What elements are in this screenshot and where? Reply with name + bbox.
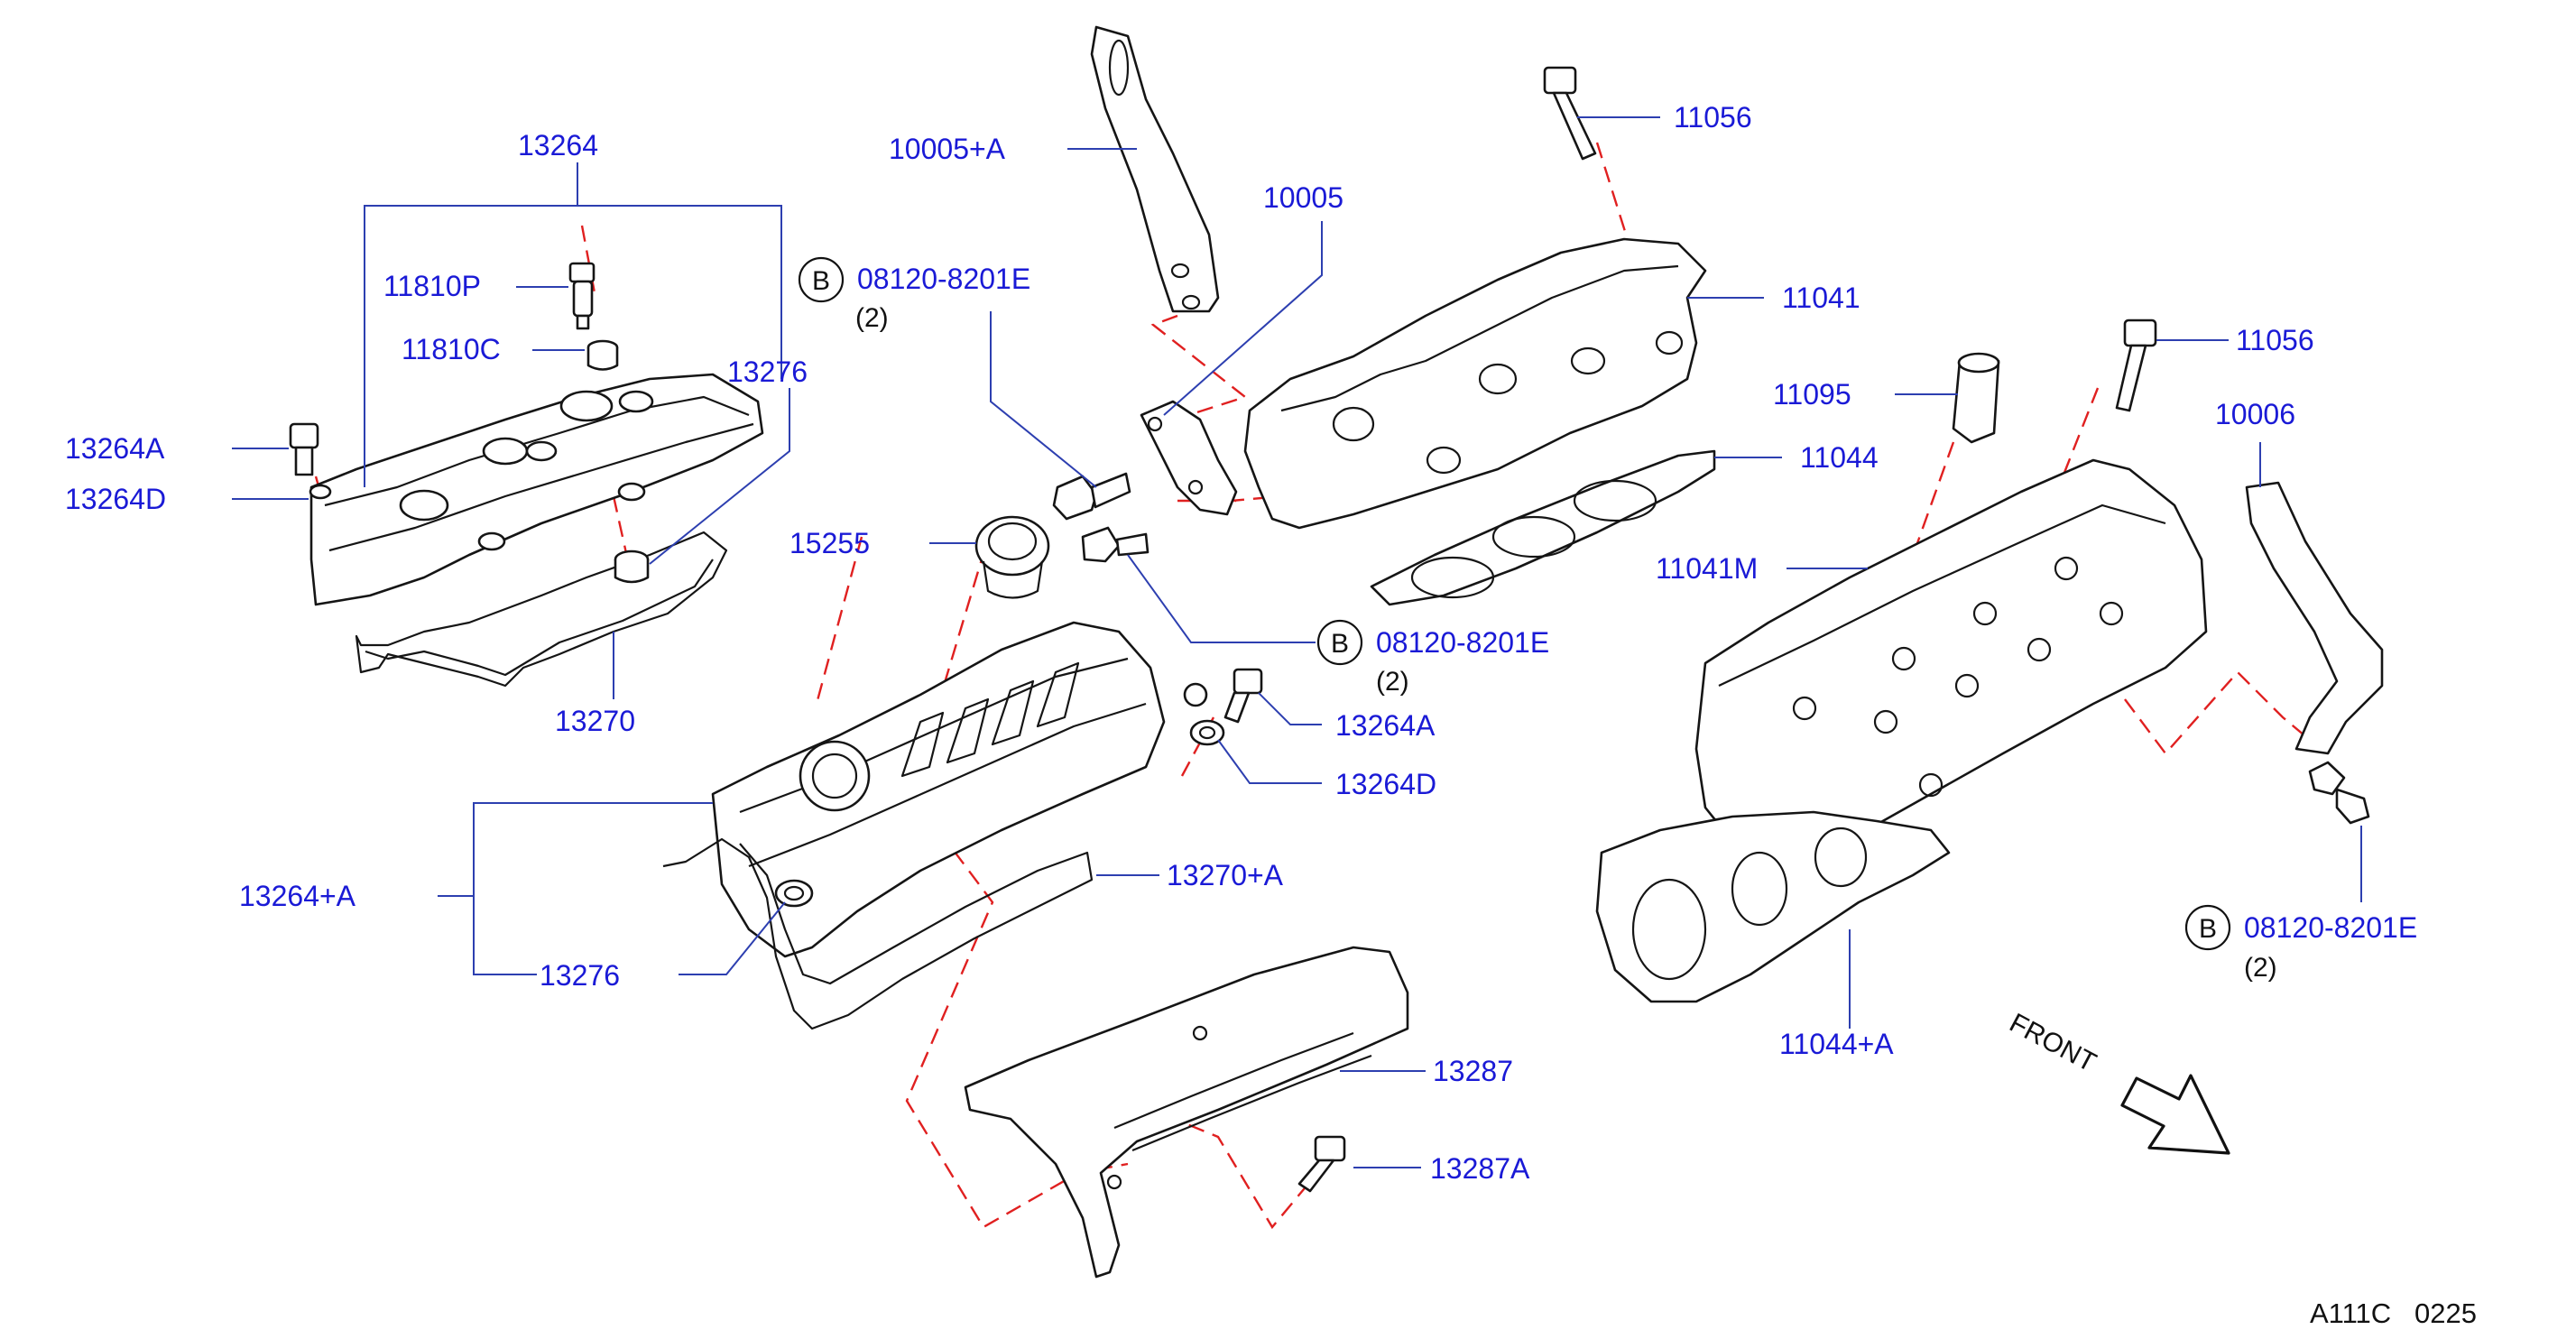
washer-13264D-left-drawing bbox=[309, 484, 332, 500]
label-11044plusA[interactable]: 11044+A bbox=[1779, 1028, 1894, 1060]
label-13264plusA[interactable]: 13264+A bbox=[239, 880, 356, 912]
cylinder-head-11041-drawing bbox=[1243, 237, 1707, 530]
grommet-13276-bottom-drawing bbox=[774, 879, 814, 908]
bolt-08120-right-drawing bbox=[2308, 761, 2370, 825]
bolt-13264A-left-drawing bbox=[289, 422, 319, 476]
front-direction-indicator: FRONT bbox=[2005, 1008, 2230, 1155]
label-11041[interactable]: 11041 bbox=[1782, 282, 1860, 314]
label-13270plusA[interactable]: 13270+A bbox=[1167, 859, 1284, 891]
qty-mid: (2) bbox=[1376, 667, 1409, 697]
bolt-symbol-top: B bbox=[798, 256, 845, 303]
oil-filler-cap-15255-drawing bbox=[974, 515, 1050, 599]
part-labels: 13264 11810P 11810C 13276 13264A 13264D … bbox=[65, 101, 2417, 1185]
label-08120-right[interactable]: 08120-8201E bbox=[2244, 911, 2417, 944]
pcv-valve-11810P-drawing bbox=[568, 262, 596, 330]
label-08120-mid[interactable]: 08120-8201E bbox=[1376, 626, 1549, 659]
bolt-08120-top-drawing bbox=[1052, 472, 1131, 521]
grommet-11810C-drawing bbox=[586, 339, 619, 371]
label-11056-right[interactable]: 11056 bbox=[2236, 324, 2314, 356]
label-11810C[interactable]: 11810C bbox=[402, 333, 501, 365]
valve-cover-gasket-13270A-drawing bbox=[662, 837, 1094, 1030]
label-10005A[interactable]: 10005+A bbox=[889, 133, 1006, 165]
valve-cover-13264A-drawing bbox=[711, 621, 1208, 958]
bolt-symbol-right: B bbox=[2184, 904, 2231, 951]
label-11041M[interactable]: 11041M bbox=[1656, 552, 1758, 585]
cylinder-head-11041M-drawing bbox=[1694, 458, 2208, 868]
bolt-13264A-mid-drawing bbox=[1223, 668, 1263, 724]
label-13270[interactable]: 13270 bbox=[555, 705, 635, 737]
bolt-08120-mid-drawing bbox=[1081, 526, 1150, 563]
label-10005[interactable]: 10005 bbox=[1263, 181, 1343, 214]
label-08120-top[interactable]: 08120-8201E bbox=[857, 263, 1030, 295]
label-13276-bottom[interactable]: 13276 bbox=[540, 959, 620, 992]
label-13264[interactable]: 13264 bbox=[518, 129, 598, 162]
label-13287[interactable]: 13287 bbox=[1433, 1055, 1513, 1087]
bracket-10005-drawing bbox=[1140, 400, 1238, 516]
front-label: FRONT bbox=[2005, 1008, 2101, 1078]
label-13287A[interactable]: 13287A bbox=[1430, 1152, 1530, 1185]
label-11044[interactable]: 11044 bbox=[1800, 441, 1879, 474]
label-13264D-mid[interactable]: 13264D bbox=[1335, 768, 1436, 800]
valve-cover-gasket-13270-drawing bbox=[355, 531, 728, 688]
bolt-symbol-top-letter: B bbox=[812, 266, 830, 296]
label-13264A-left[interactable]: 13264A bbox=[65, 432, 165, 465]
label-13264D-left[interactable]: 13264D bbox=[65, 483, 166, 515]
bolt-symbol-mid-letter: B bbox=[1331, 629, 1349, 659]
head-gasket-11044-drawing bbox=[1370, 449, 1716, 606]
leader-lines bbox=[232, 116, 2362, 1168]
bracket-10006-drawing bbox=[2245, 481, 2384, 755]
label-15255[interactable]: 15255 bbox=[789, 527, 870, 559]
engine-cover-13287-drawing bbox=[964, 946, 1409, 1279]
front-arrow-icon bbox=[2120, 1074, 2230, 1155]
label-10006[interactable]: 10006 bbox=[2215, 398, 2295, 430]
qty-top: (2) bbox=[855, 303, 889, 333]
valve-cover-13264-drawing bbox=[309, 373, 764, 606]
qty-right: (2) bbox=[2244, 953, 2277, 983]
head-gasket-11044A-drawing bbox=[1595, 810, 1951, 1003]
label-11056-top[interactable]: 11056 bbox=[1674, 101, 1752, 134]
grommet-13276-top-drawing bbox=[614, 549, 650, 584]
bolt-symbol-mid: B bbox=[1316, 619, 1363, 666]
label-13264A-mid[interactable]: 13264A bbox=[1335, 709, 1436, 742]
label-11095[interactable]: 11095 bbox=[1773, 378, 1851, 411]
bolt-13287A-drawing bbox=[1297, 1135, 1346, 1193]
dowel-11095-drawing bbox=[1952, 352, 2000, 444]
bracket-10005A-drawing bbox=[1090, 25, 1220, 313]
bolt-symbol-right-letter: B bbox=[2199, 914, 2217, 944]
washer-13264D-mid-drawing bbox=[1189, 719, 1225, 746]
diagram-code: A111C 0225 bbox=[2310, 1297, 2477, 1329]
bolt-11056-top-drawing bbox=[1543, 66, 1597, 161]
bolt-11056-right-drawing bbox=[2115, 319, 2157, 412]
label-11810P[interactable]: 11810P bbox=[383, 270, 481, 302]
label-13276-top[interactable]: 13276 bbox=[727, 356, 808, 388]
